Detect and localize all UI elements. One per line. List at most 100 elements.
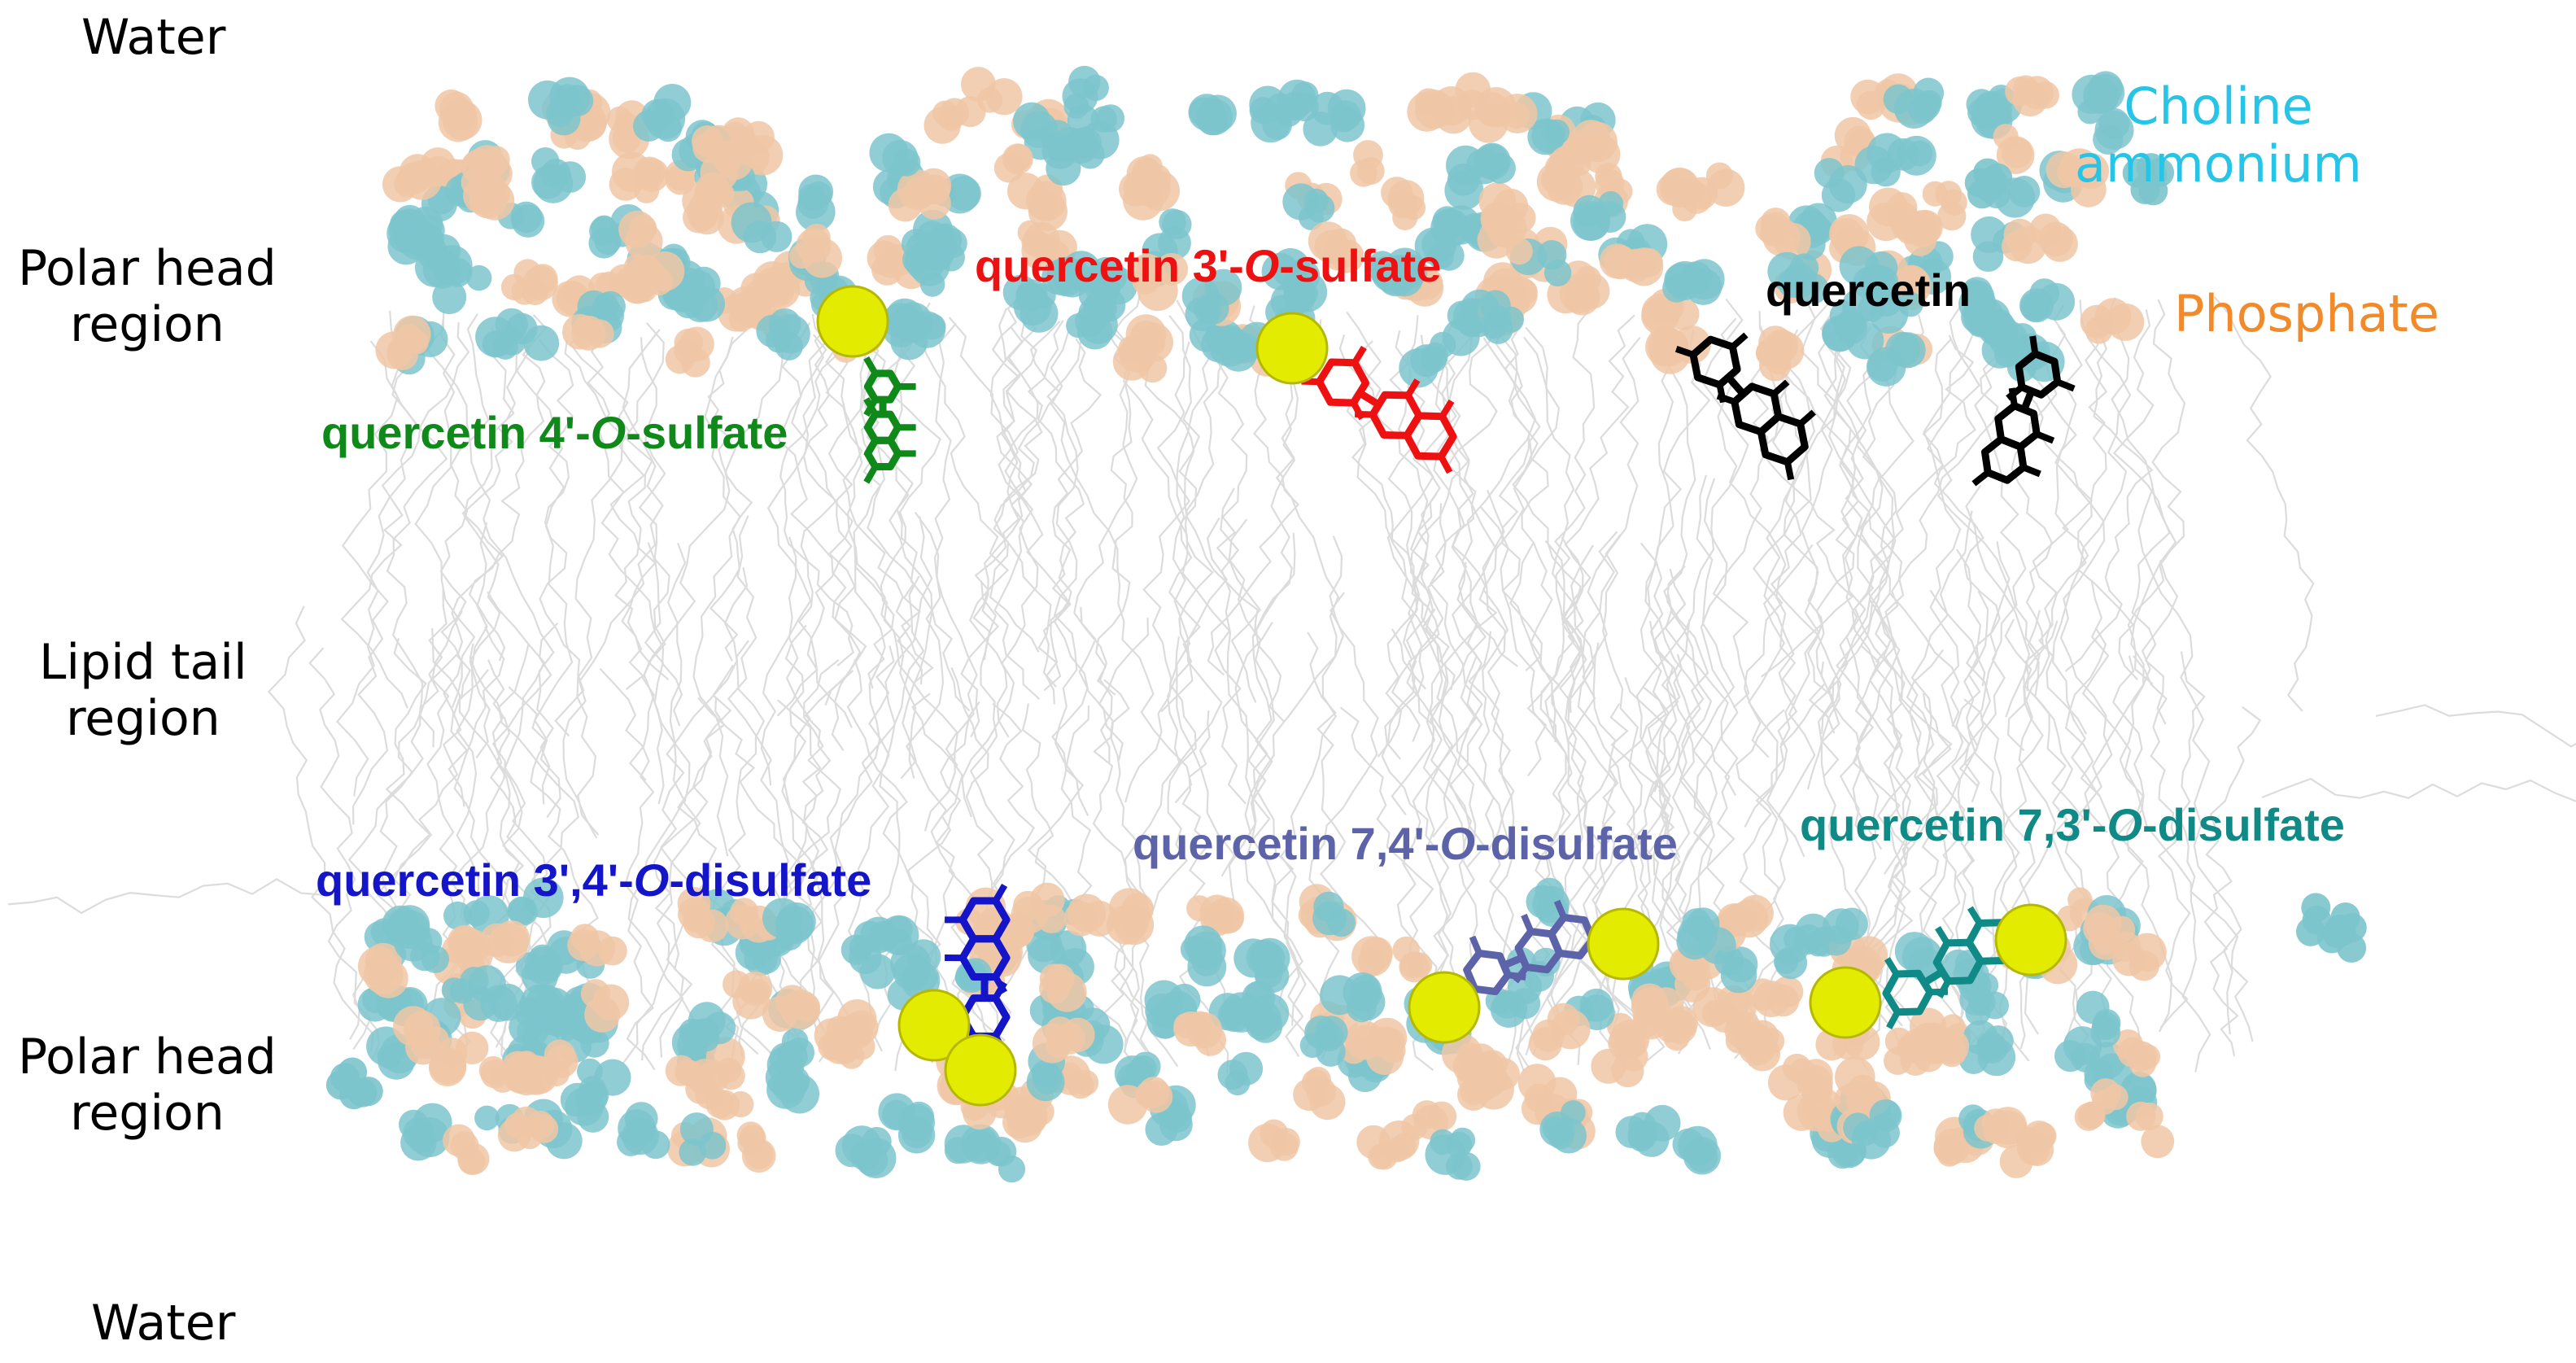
bond	[1798, 409, 1816, 427]
phosphate-bead	[1426, 1101, 1457, 1132]
phosphate-bead	[1030, 882, 1065, 918]
choline-bead	[495, 308, 528, 341]
choline-bead	[617, 1128, 645, 1156]
choline-bead	[796, 192, 836, 232]
choline-bead	[1204, 269, 1242, 306]
choline-bead	[2098, 107, 2130, 139]
choline-bead	[882, 140, 919, 177]
upper-headgroups	[325, 65, 2367, 1110]
choline-line1: Choline	[2124, 76, 2313, 136]
choline-bead	[2326, 916, 2356, 946]
q-pre: quercetin	[1766, 264, 1971, 316]
lipid-tail-chain	[414, 317, 476, 807]
polar-head-top-line2: region	[69, 296, 225, 353]
lipid-tail-chain	[2213, 296, 2315, 712]
lipid-tail-chain	[1564, 314, 1635, 714]
phosphate-bead	[1830, 218, 1864, 251]
lipid-tail-chain	[1228, 518, 1314, 1043]
q73ds-post: -disulfate	[2142, 799, 2345, 850]
choline-bead	[413, 1103, 452, 1142]
phosphate-bead	[487, 923, 529, 963]
bond	[1771, 379, 1790, 397]
lipid-tail-chain	[820, 304, 923, 685]
phosphate-bead	[2002, 231, 2032, 262]
choline-bead	[2087, 73, 2125, 111]
choline-bead	[523, 325, 560, 361]
q3s-o: O	[1243, 240, 1280, 291]
lipid-tail-chain	[340, 322, 470, 709]
lipid-tail-chain	[2127, 299, 2186, 685]
choline-bead	[1492, 989, 1522, 1019]
lipid-tail-chain	[1447, 317, 1518, 667]
choline-bead	[1883, 84, 1914, 115]
choline-bead	[1598, 190, 1624, 216]
lipid-tail-chain	[538, 339, 585, 737]
choline-bead	[1316, 1037, 1346, 1067]
lipid-tail-chain	[439, 313, 490, 708]
lipid-tail-chain	[1639, 318, 1681, 858]
choline-bead	[508, 896, 538, 926]
phosphate-bead	[1136, 258, 1164, 286]
lipid-tail-chain	[797, 334, 853, 728]
phosphate-bead	[1350, 159, 1378, 187]
bond	[2022, 464, 2041, 478]
choline-bead	[533, 164, 574, 203]
q73ds-pre: quercetin 7,3'-	[1800, 799, 2107, 850]
choline-bead	[1839, 246, 1880, 286]
choline-bead	[1180, 936, 1207, 963]
lipid-tail-chain	[1821, 314, 1925, 778]
choline-bead	[1967, 988, 1996, 1016]
choline-bead	[1090, 106, 1117, 133]
lipid-tail-line1: Lipid tail	[39, 634, 247, 691]
lipid-tail-chain	[1220, 487, 1307, 1026]
lipid-tail-chain	[1958, 314, 2027, 788]
phosphate-bead	[1936, 1142, 1962, 1167]
lipid-tail-chain	[1234, 622, 1325, 1051]
phosphate-bead	[683, 201, 714, 234]
phosphate-bead	[1760, 208, 1791, 238]
lipid-tail-chain	[1923, 295, 1980, 803]
bond	[863, 356, 879, 375]
phosphate-bead	[1456, 1042, 1483, 1069]
phosphate-bead	[2141, 1125, 2175, 1159]
lipid-tail-chain	[308, 647, 372, 1051]
lipid-tail-chain	[825, 328, 958, 767]
lipid-tail-chain	[1391, 329, 1479, 815]
polar-head-bottom-label: Polar head region	[18, 1029, 277, 1142]
bond	[2021, 392, 2034, 408]
choline-bead	[1977, 1038, 2016, 1077]
phosphate-bead	[2017, 1132, 2050, 1166]
lipid-tail-chain	[7, 878, 326, 915]
choline-bead	[1163, 1103, 1192, 1133]
lipid-tail-chain	[1570, 544, 1639, 1070]
phosphate-bead	[665, 345, 695, 374]
phosphate-bead	[363, 955, 404, 995]
lipid-tail-chain	[906, 692, 963, 1048]
lipid-tail-chain	[1386, 334, 1473, 862]
lipid-tail-chain	[1834, 319, 1880, 837]
phosphate-bead	[677, 887, 711, 920]
q3s-post: -sulfate	[1279, 240, 1442, 291]
choline-bead	[325, 1070, 356, 1100]
phosphate-bead	[1123, 172, 1155, 204]
phosphate-bead	[511, 278, 539, 305]
choline-bead	[1077, 313, 1113, 350]
lipid-tail-chain	[1411, 321, 1474, 728]
choline-bead	[1047, 137, 1073, 163]
lipid-tail-chain	[818, 554, 886, 1036]
lipid-tail-chain	[1102, 304, 1247, 805]
lipid-tail-chain	[424, 310, 555, 805]
choline-bead	[510, 201, 543, 234]
choline-bead	[1527, 118, 1564, 155]
label-quercetin-74-o-disulfate: quercetin 7,4'-O-disulfate	[1133, 818, 1678, 870]
phosphate-bead	[1974, 1114, 2002, 1142]
lipid-tail-chain	[1045, 338, 1102, 705]
choline-bead	[579, 1076, 606, 1103]
aromatic-ring	[864, 436, 902, 470]
lipid-tail-chain	[776, 314, 886, 717]
bond	[1995, 421, 2005, 440]
lipid-tail-chain	[867, 306, 941, 689]
choline-bead	[1539, 1112, 1575, 1147]
choline-bead	[1684, 268, 1722, 305]
lipid-tail-chain	[707, 317, 753, 662]
